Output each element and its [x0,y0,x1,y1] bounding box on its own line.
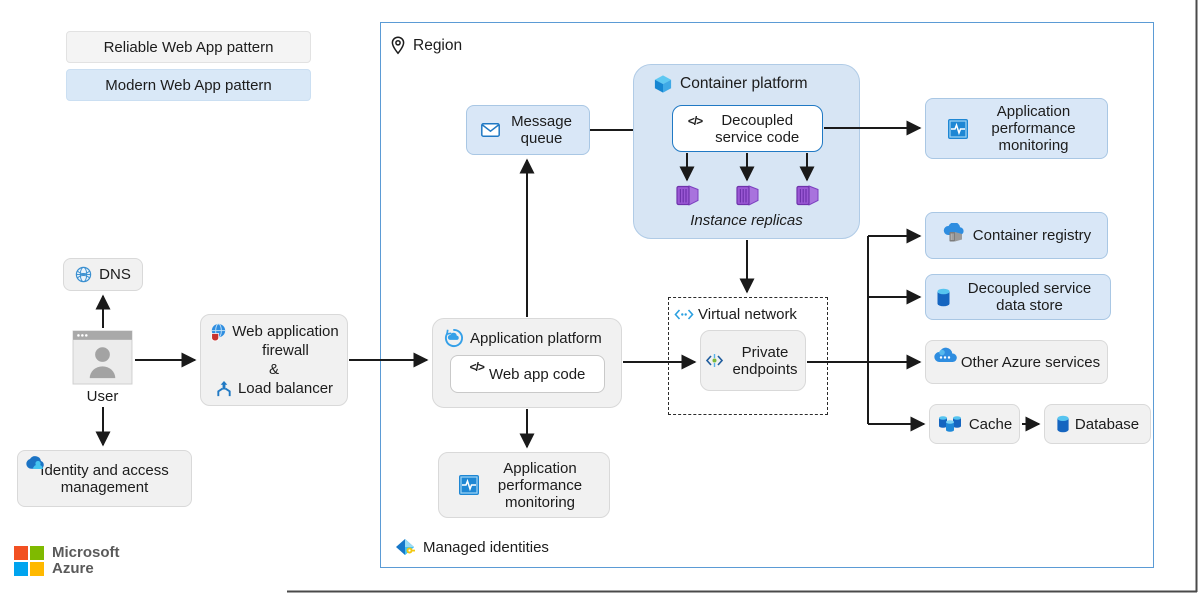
node-apm-top: Application performance monitoring [925,98,1108,159]
managed-identities-row: Managed identities [395,538,549,557]
region-label: Region [413,36,463,54]
node-cache: Cache [929,404,1020,444]
ampersand-label: & [268,361,279,378]
node-waf-load-balancer: Web application firewall & Load balancer [200,314,348,406]
container-instance-icon [734,184,760,207]
container-platform-label: Container platform [680,75,808,92]
user-label: User [86,388,119,405]
web-app-code-label: Web app code [488,365,586,383]
load-balancer-label: Load balancer [237,380,334,397]
node-dns: DNS [63,258,143,291]
app-service-icon [444,328,464,348]
virtual-network-label: Virtual network [698,306,797,323]
container-instance-icon [794,184,820,207]
virtual-network-icon [674,309,694,320]
waf-label: Web application firewall [232,323,339,359]
managed-identities-label: Managed identities [423,539,549,556]
waf-row: Web application firewall [209,322,340,360]
decoupled-service-code-box: </> Decoupled service code [672,105,823,152]
iam-label: Identity and access management [40,461,169,496]
load-balancer-arrows-icon [215,380,233,398]
code-brackets-glyph: </> [469,360,485,374]
apm-top-label: Application performance monitoring [991,103,1076,154]
globe-shield-icon [209,323,228,342]
app-platform-label: Application platform [470,329,602,347]
database-cylinder-icon [1056,415,1070,433]
globe-icon [75,266,92,283]
virtual-network-header: Virtual network [674,306,797,323]
node-database: Database [1044,404,1151,444]
cache-label: Cache [968,415,1013,433]
other-azure-services-label: Other Azure services [960,353,1101,371]
database-cylinder-icon [936,288,951,307]
node-apm-bottom: Application performance monitoring [438,452,610,518]
microsoft-azure-logo: Microsoft Azure [14,545,120,577]
tab-reliable-web-app-pattern[interactable]: Reliable Web App pattern [66,31,311,63]
private-endpoints-label: Private endpoints [732,343,798,378]
region-header: Region [390,36,462,55]
node-decoupled-data-store: Decoupled service data store [925,274,1111,320]
private-endpoint-icon [705,352,724,369]
database-label: Database [1074,415,1140,433]
application-insights-icon [947,118,969,140]
container-cube-icon [653,74,673,94]
identity-cloud-icon [26,456,46,474]
microsoft-logo-icon [14,546,44,576]
node-private-endpoints: Private endpoints [700,330,806,391]
container-registry-icon [942,223,966,242]
location-pin-icon [390,36,406,55]
container-platform-header: Container platform [653,74,808,94]
apm-bottom-label: Application performance monitoring [497,459,583,511]
cache-cylinders-icon [937,414,963,434]
application-insights-icon [458,474,480,496]
app-platform-header: Application platform [444,328,602,348]
brand-microsoft: Microsoft [52,544,120,561]
load-balancer-row: Load balancer [215,379,333,398]
tab-label: Reliable Web App pattern [103,38,274,56]
instance-replicas-label: Instance replicas [690,212,803,229]
envelope-icon [480,123,500,137]
browser-user-icon [72,330,133,385]
container-instance-icon [674,184,700,207]
tab-modern-web-app-pattern[interactable]: Modern Web App pattern [66,69,311,101]
node-other-azure-services: Other Azure services [925,340,1108,384]
dns-label: DNS [99,266,131,283]
decoupled-data-store-label: Decoupled service data store [967,280,1092,314]
decoupled-service-code-label: Decoupled service code [715,111,800,146]
node-identity-access-management: Identity and access management [17,450,192,507]
brand-azure: Azure [52,560,94,577]
container-registry-label: Container registry [972,227,1092,244]
node-container-registry: Container registry [925,212,1108,259]
code-brackets-glyph: </> [687,113,703,128]
tab-label: Modern Web App pattern [105,76,272,94]
managed-identity-icon [395,538,416,557]
azure-cloud-icon [933,347,957,363]
web-app-code-box: </> Web app code [450,355,605,393]
message-queue-label: Message queue [511,113,572,147]
node-message-queue: Message queue [466,105,590,155]
